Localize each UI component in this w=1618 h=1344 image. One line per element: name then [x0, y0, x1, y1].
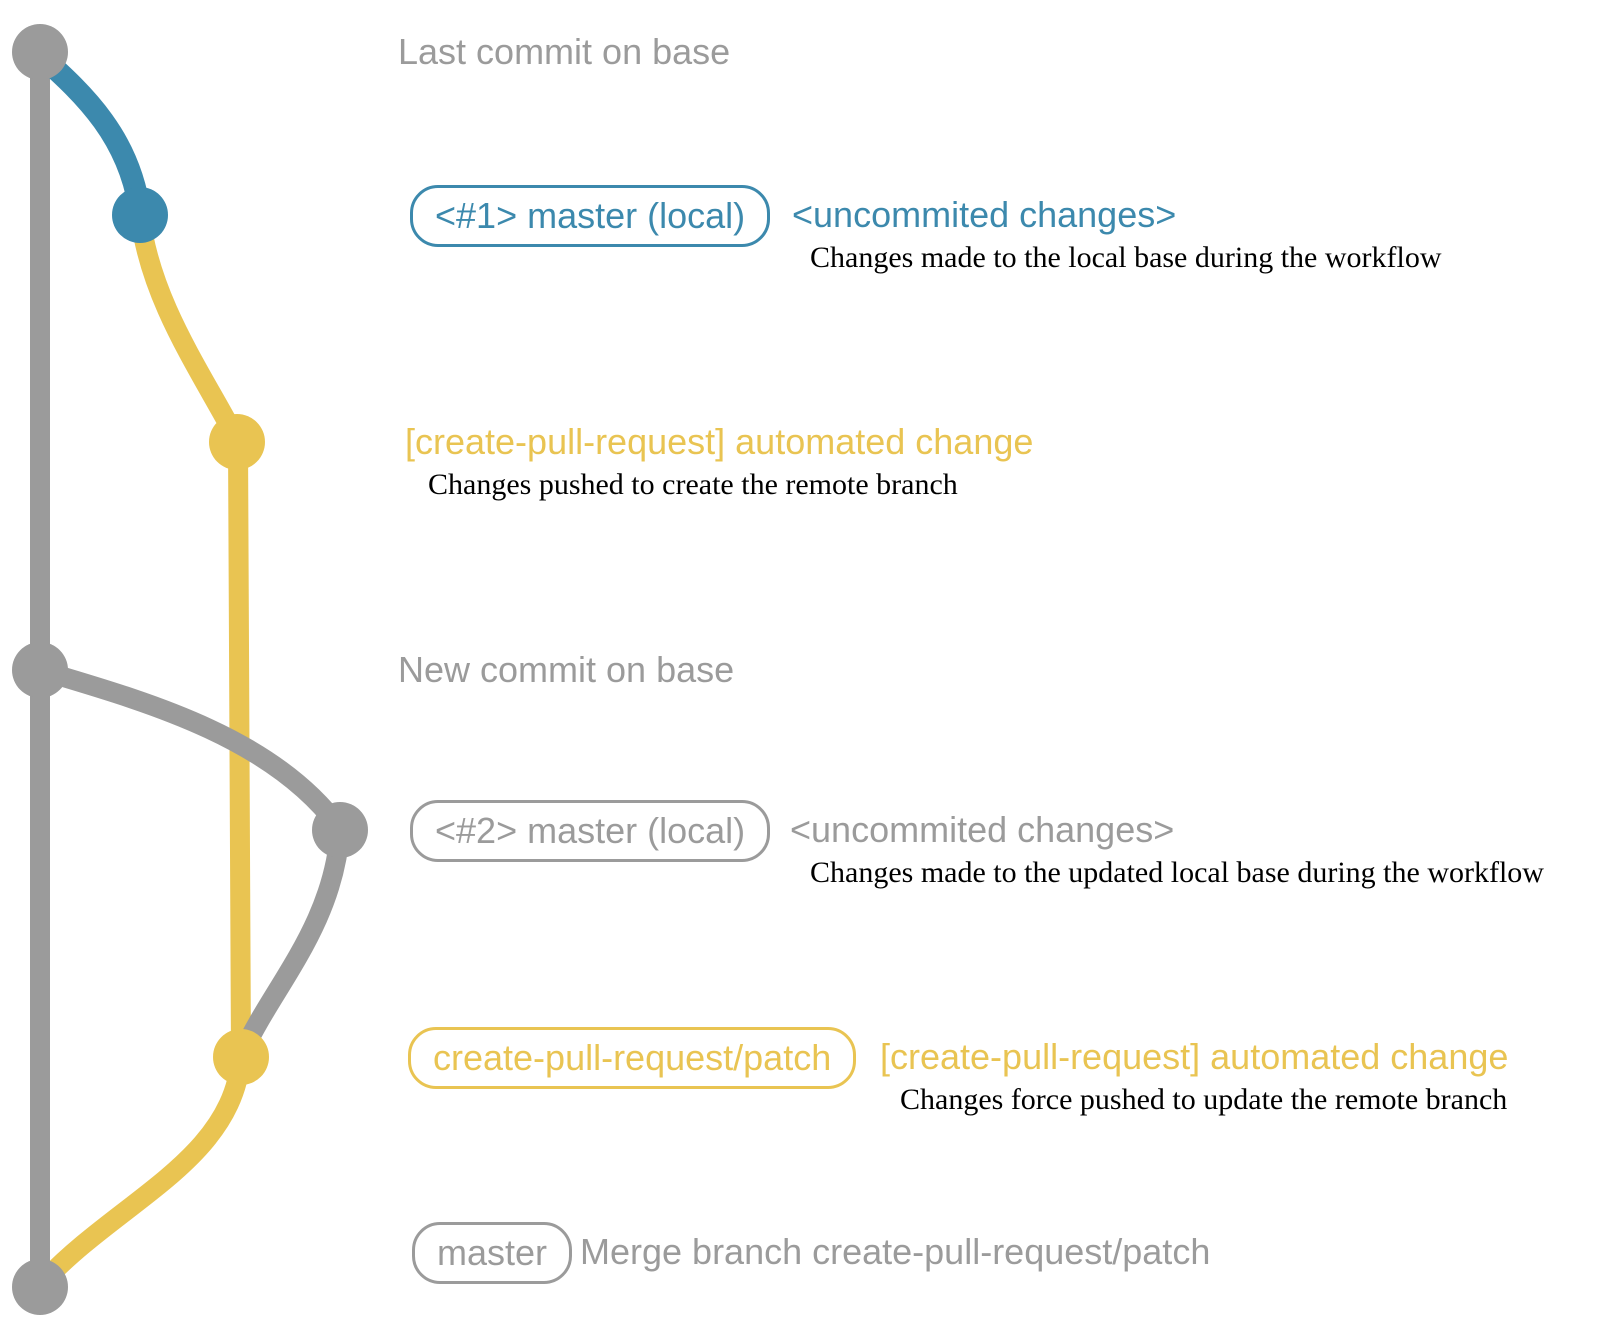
commit-dot-merge-into-master: [12, 1259, 68, 1315]
local-master2-branch-out-curve: [30, 660, 348, 836]
annotation-new-commit: New commit on base: [398, 649, 735, 690]
branch-pill-master-local-1: <#1> master (local): [410, 185, 771, 247]
commit-message-uncommitted-1: <uncommited changes>: [792, 194, 1177, 235]
commit-message-merge: Merge branch create-pull-request/patch: [580, 1231, 1211, 1272]
branch-pill-label: <#2> master (local): [410, 800, 771, 862]
commit-dot-last-commit-on-base: [12, 24, 68, 80]
branch-pill-label: master: [412, 1222, 573, 1284]
commit-description-uncommitted-2: Changes made to the updated local base d…: [810, 856, 1544, 889]
patch-branch-create-curve: [130, 205, 246, 448]
commit-dot-uncommitted-2: [312, 802, 368, 858]
commit-dot-new-commit-on-base: [12, 642, 68, 698]
commit-message-automated-1: [create-pull-request] automated change: [405, 421, 1034, 462]
branch-pill-label: <#1> master (local): [410, 185, 771, 247]
branch-pill-patch: create-pull-request/patch: [408, 1027, 857, 1089]
local-master-branch-curve: [29, 44, 151, 224]
commit-description-uncommitted-1: Changes made to the local base during th…: [810, 241, 1442, 274]
patch-merge-into-master-curve: [34, 1047, 251, 1291]
annotation-last-commit: Last commit on base: [398, 31, 731, 72]
commit-dot-automated-change-2: [213, 1029, 269, 1085]
commit-dot-automated-change-1: [209, 414, 265, 470]
branch-pill-master-local-2: <#2> master (local): [410, 800, 771, 862]
local-master2-merge-curve: [234, 820, 350, 1060]
branch-pill-master: master: [412, 1222, 573, 1284]
commit-message-uncommitted-2: <uncommited changes>: [790, 809, 1175, 850]
commit-description-automated-2: Changes force pushed to update the remot…: [900, 1083, 1508, 1116]
branch-pill-label: create-pull-request/patch: [408, 1027, 857, 1089]
commit-message-automated-2: [create-pull-request] automated change: [880, 1036, 1509, 1077]
commit-description-automated-1: Changes pushed to create the remote bran…: [428, 468, 958, 501]
commit-dot-uncommitted-1: [112, 187, 168, 243]
